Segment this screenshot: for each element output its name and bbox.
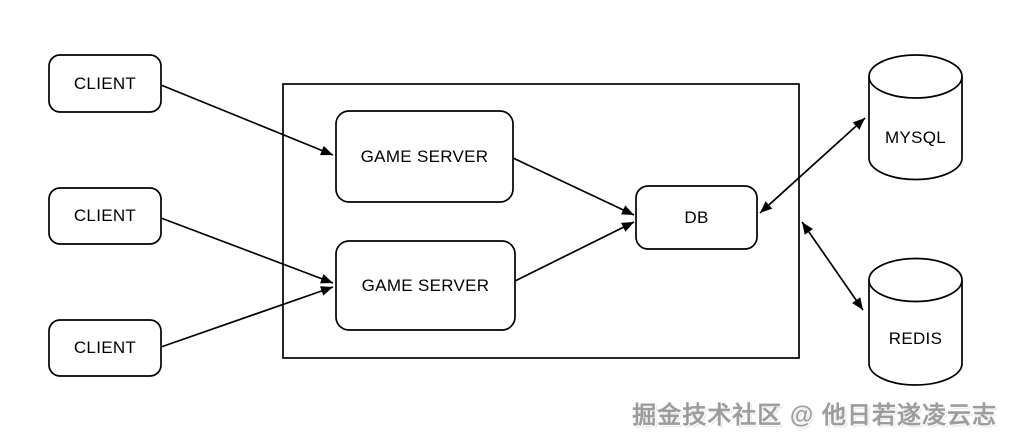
- edge-gameserver1-db: [512, 157, 635, 216]
- client-3-box: [48, 319, 162, 377]
- edge-client3-gameserver2: [160, 286, 334, 348]
- game-server-1-box: [335, 110, 514, 203]
- client-1-box: [48, 54, 162, 113]
- db-box: [635, 185, 758, 250]
- watermark-text: 掘金技术社区 @ 他日若遂凌云志: [632, 401, 997, 429]
- edge-gameserver2-db: [514, 221, 635, 282]
- game-server-2-box: [335, 240, 516, 331]
- client-2-box: [48, 187, 162, 245]
- edge-db-mysql: [759, 117, 866, 214]
- edge-cluster-redis: [801, 221, 864, 311]
- mysql-cylinder: [868, 54, 963, 181]
- edge-client2-gameserver2: [160, 217, 334, 284]
- edge-client1-gameserver1: [160, 84, 334, 156]
- redis-cylinder: [868, 257, 963, 386]
